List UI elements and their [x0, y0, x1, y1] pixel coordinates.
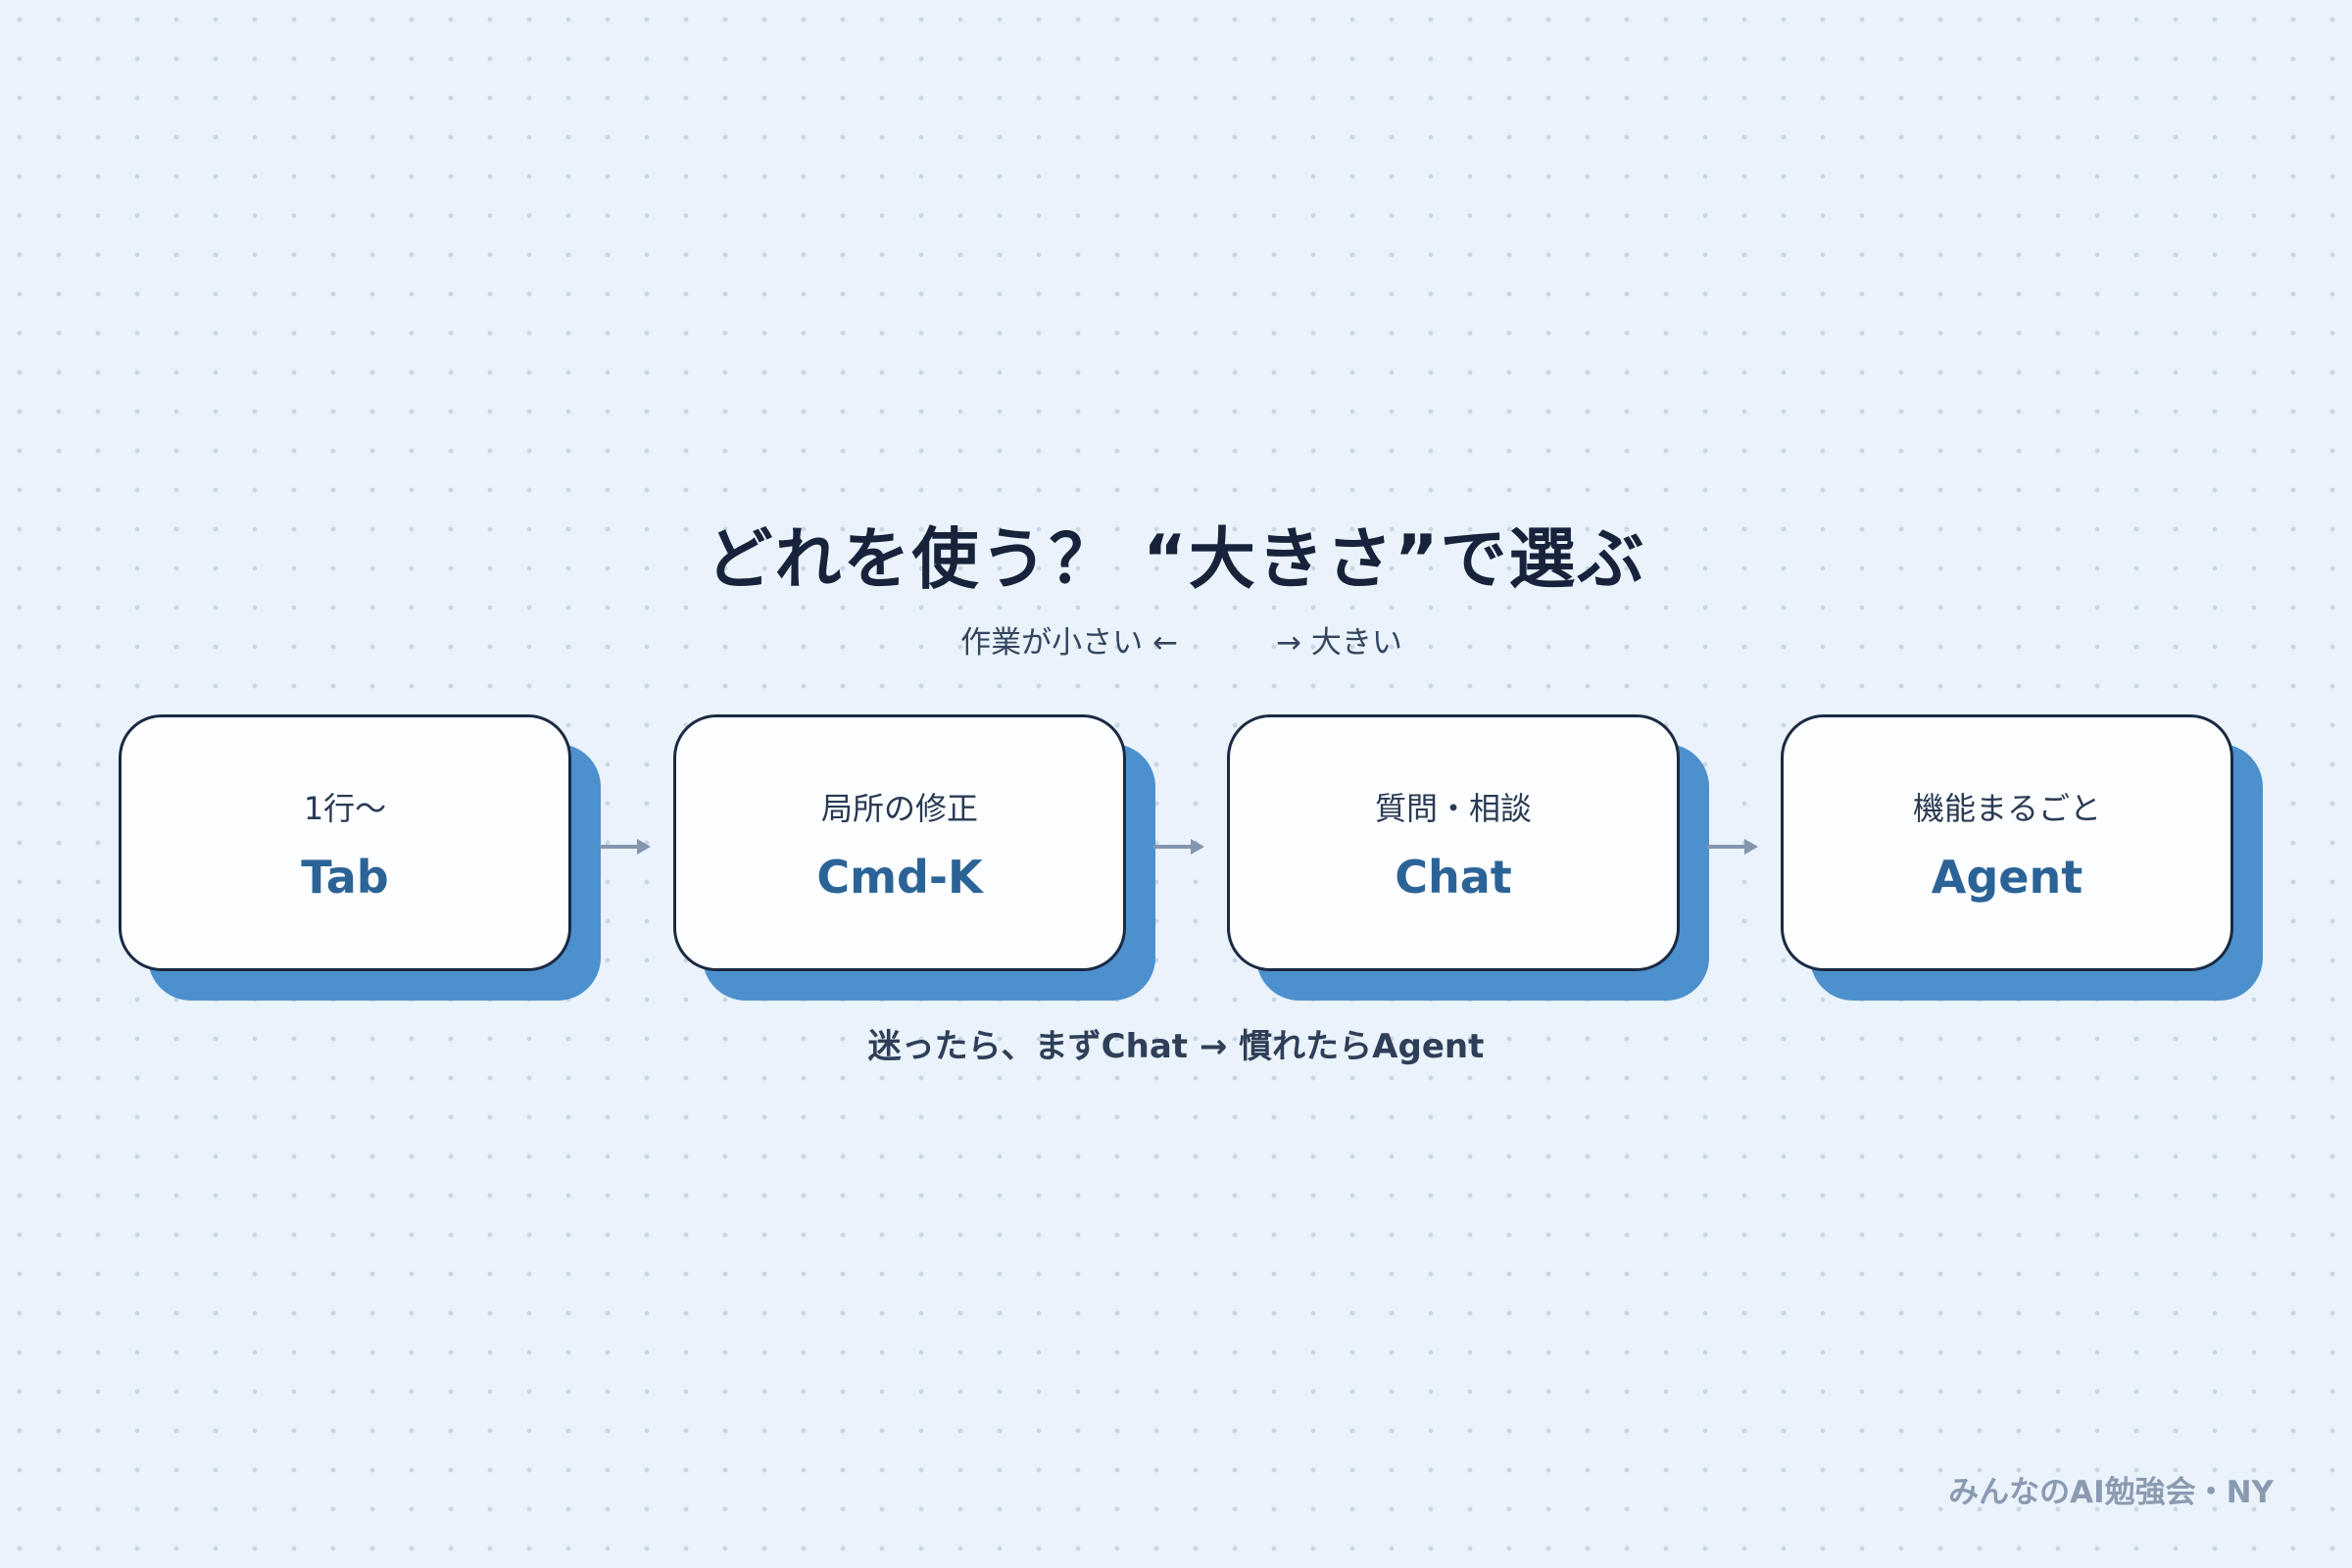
footer-credit: みんなのAI勉強会・NY — [1948, 1475, 2274, 1510]
card-agent: 機能まるごと Agent — [1781, 714, 2263, 1001]
size-scale: 作業が小さい ← → 大きい — [0, 617, 2352, 661]
arrow-right-icon — [1153, 839, 1204, 855]
card-scope-label: 1行〜 — [303, 790, 387, 827]
arrow-right-icon — [1707, 839, 1758, 855]
card-cmd-k: 局所の修正 Cmd-K — [673, 714, 1155, 1001]
card-chat: 質問・相談 Chat — [1227, 714, 1709, 1001]
card-scope-label: 局所の修正 — [820, 790, 978, 827]
card-scope-label: 質問・相談 — [1374, 790, 1532, 827]
scale-small-label: 作業が小さい ← — [960, 625, 1178, 661]
card-body: 質問・相談 Chat — [1227, 714, 1680, 971]
card-body: 局所の修正 Cmd-K — [673, 714, 1126, 971]
card-scope-label: 機能まるごと — [1912, 790, 2101, 827]
recommendation-text: 迷ったら、まずChat → 慣れたらAgent — [867, 1027, 1485, 1066]
card-tab: 1行〜 Tab — [119, 714, 601, 1001]
card-body: 1行〜 Tab — [119, 714, 571, 971]
card-body: 機能まるごと Agent — [1781, 714, 2233, 971]
scale-large-label: → 大きい — [1276, 625, 1402, 661]
page-title: どれを使う？ “大きさ”で選ぶ — [706, 521, 1646, 599]
card-mode-name: Tab — [301, 851, 389, 904]
card-mode-name: Cmd-K — [816, 851, 983, 904]
card-mode-name: Chat — [1395, 851, 1512, 904]
arrow-right-icon — [600, 839, 651, 855]
card-mode-name: Agent — [1931, 851, 2083, 904]
